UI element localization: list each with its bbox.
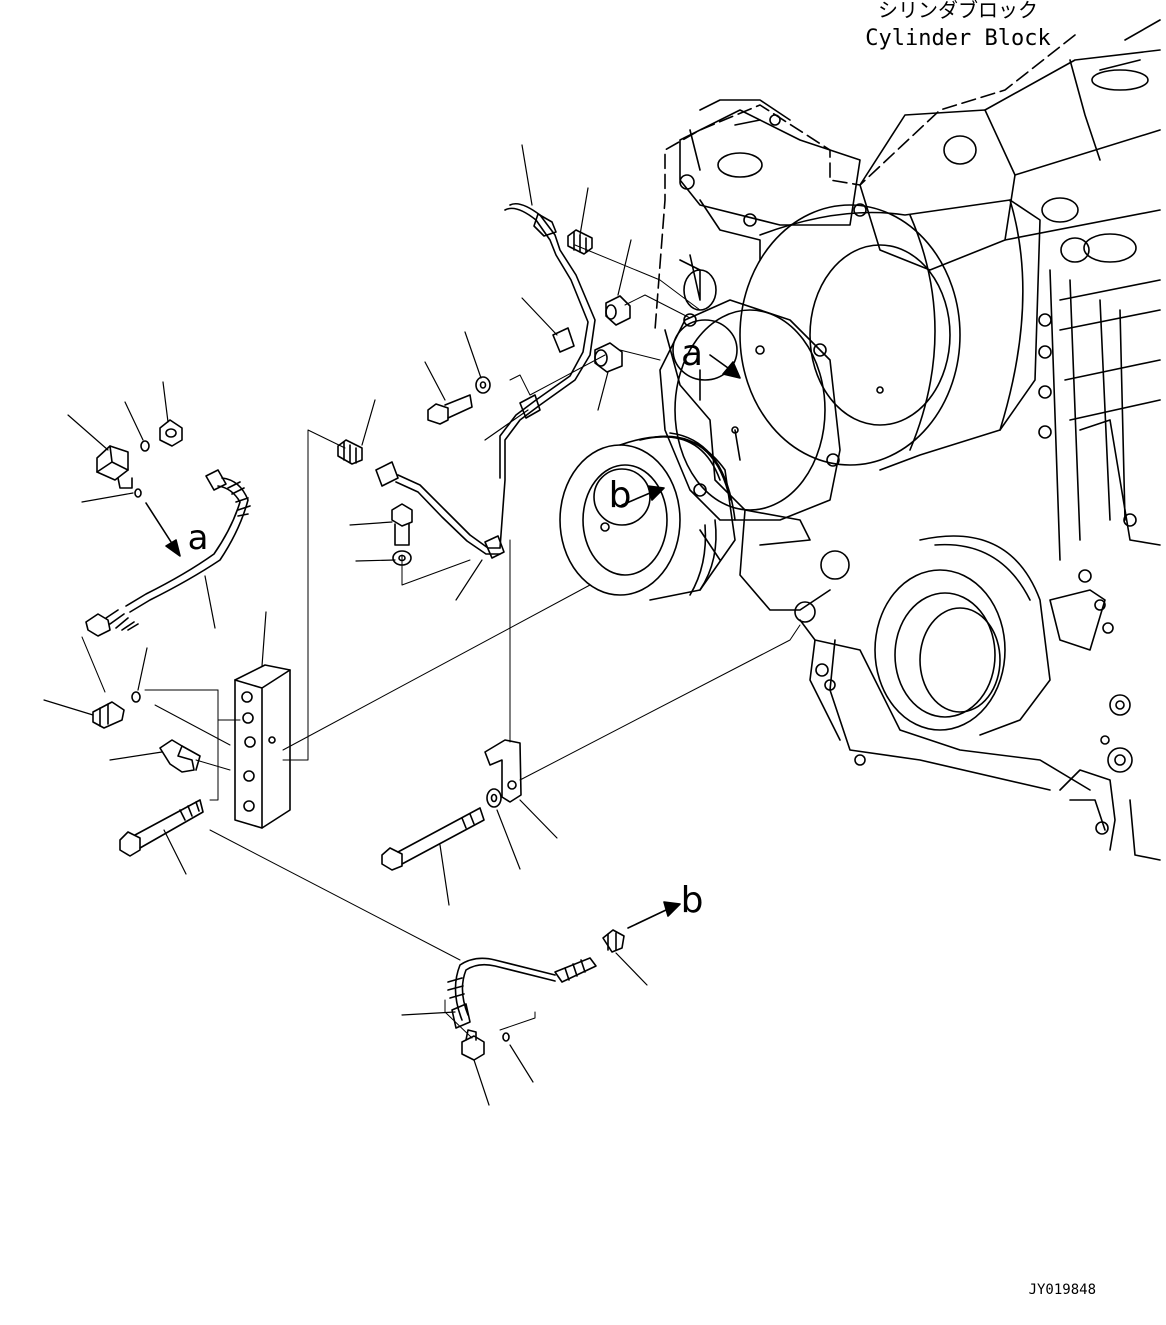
- long-bolt-center: [382, 808, 484, 870]
- union-fitting-left: [93, 702, 124, 728]
- bolt-short: [392, 504, 412, 545]
- oil-tube-upper: [500, 204, 595, 548]
- callout-arrow-b-lower: b: [628, 880, 703, 928]
- oil-tube-center: [376, 462, 504, 558]
- cylinder-block: [655, 20, 1160, 860]
- mounting-block: [235, 665, 290, 828]
- callout-label-a-left: a: [188, 518, 209, 558]
- elbow-fitting-top: [160, 420, 182, 446]
- elbow-fitting-lower: [462, 1030, 484, 1060]
- callout-label-b-lower: b: [681, 880, 704, 921]
- leader-lines: [44, 145, 647, 1105]
- washer-upper: [476, 377, 490, 393]
- washer-center: [487, 789, 501, 807]
- o-ring-lower: [503, 1033, 509, 1041]
- callout-marker-b-pulley: b: [594, 469, 664, 525]
- callout-label-b-pulley: b: [609, 475, 632, 516]
- pressure-sensor: [97, 446, 132, 488]
- assembly-lines: [82, 245, 800, 1038]
- hose-lower: [448, 958, 596, 1028]
- connector-fitting-upper: [568, 230, 592, 254]
- elbow-fitting-block: [160, 740, 200, 772]
- connector-fitting-lower: [603, 930, 624, 952]
- spacer-upper: [606, 296, 630, 325]
- callout-marker-a-block: a: [673, 320, 740, 380]
- callout-label-a-block: a: [681, 333, 703, 374]
- title-japanese: シリンダブロック: [878, 0, 1038, 22]
- drawing-number: JY019848: [1029, 1282, 1096, 1298]
- bolt-upper: [428, 395, 472, 424]
- o-ring-top: [141, 441, 149, 451]
- o-ring-block: [132, 692, 140, 702]
- long-bolt-left: [120, 800, 203, 856]
- title-english: Cylinder Block: [865, 26, 1050, 51]
- tube-bracket: [485, 740, 521, 802]
- callout-arrow-a-left: a: [146, 503, 208, 558]
- spacer-lower: [595, 343, 622, 372]
- o-ring-upper-left: [135, 489, 141, 497]
- connector-fitting-center: [338, 440, 362, 464]
- hose-left: [86, 470, 250, 636]
- crankshaft-pulley: [560, 433, 735, 600]
